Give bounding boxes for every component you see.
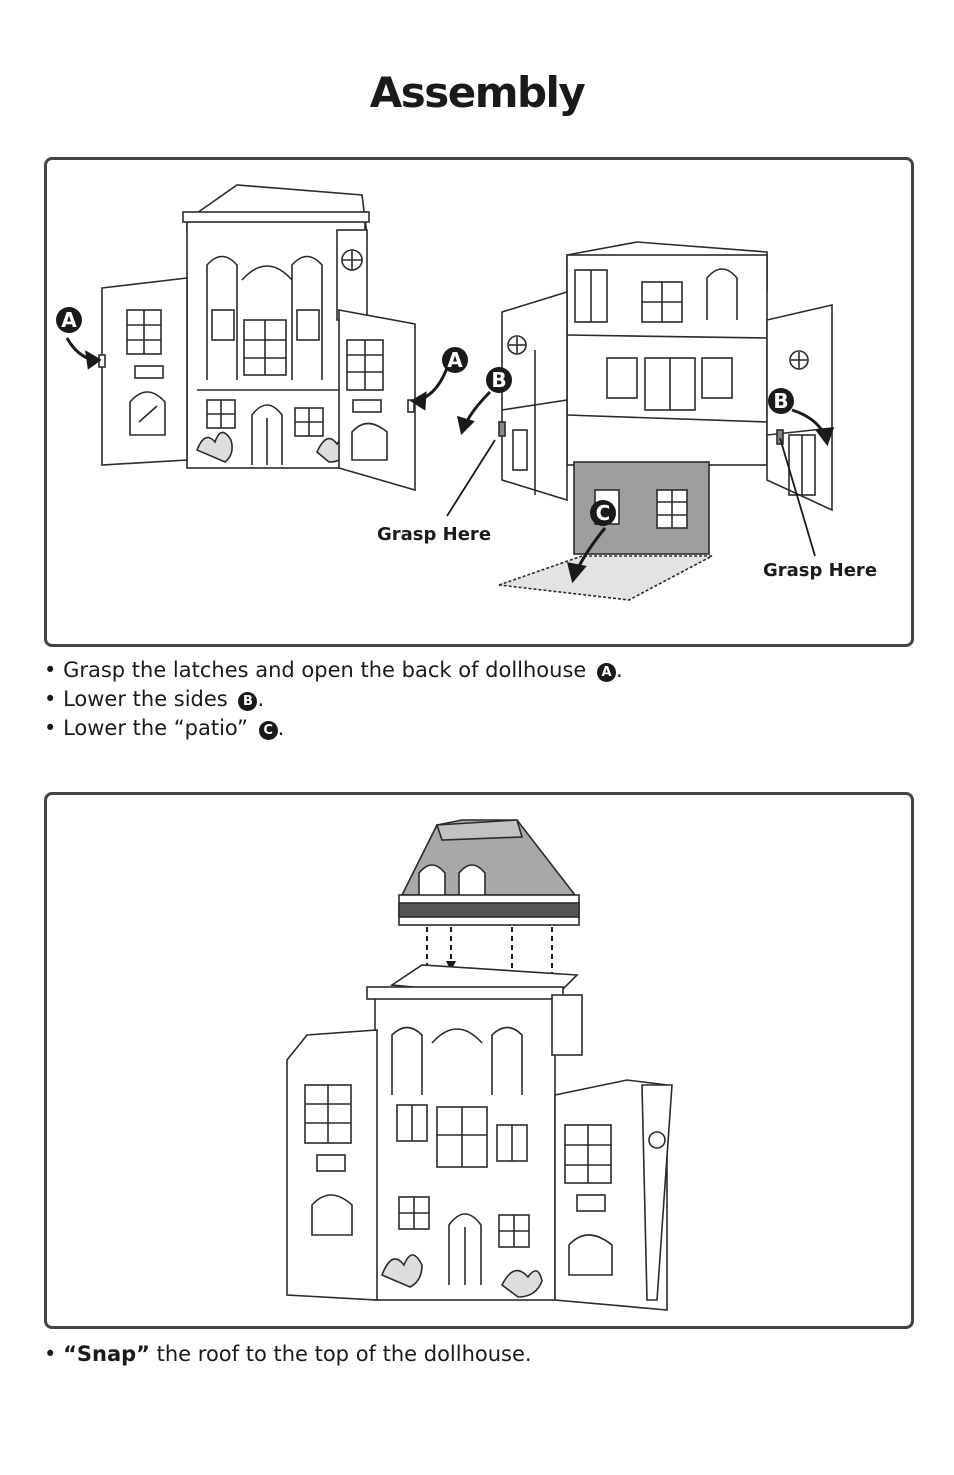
illustration-panel-open-dollhouse: A A B B C Grasp Here Grasp Here [44, 157, 914, 647]
badge-a-right: A [442, 347, 468, 373]
roof-snap-illustration [286, 819, 673, 1311]
grasp-here-right-label: Grasp Here [763, 560, 877, 581]
badge-a-left-label: A [61, 308, 77, 332]
roof-drawing [398, 819, 580, 926]
grasp-here-left-label: Grasp Here [377, 524, 491, 545]
badge-b-left: B [486, 367, 512, 393]
badge-a-right-label: A [447, 348, 463, 372]
step2-instructions: • “Snap” the roof to the top of the doll… [44, 1340, 532, 1369]
closed-dollhouse-drawing [98, 184, 416, 492]
snap-emphasis: “Snap” [63, 1342, 150, 1366]
instruction-line-1: • Grasp the latches and open the back of… [44, 658, 623, 682]
opened-dollhouse-drawing [498, 241, 833, 601]
badge-b-inline: B [238, 692, 258, 711]
assembled-dollhouse-drawing [286, 964, 673, 1311]
illustration-panel-roof [44, 792, 914, 1329]
badge-c-inline: C [258, 721, 278, 740]
badge-c: C [590, 500, 616, 526]
instruction-line-3: • Lower the “patio” C. [44, 716, 285, 740]
badge-a-inline: A [597, 663, 617, 682]
step1-instructions: • Grasp the latches and open the back of… [44, 656, 623, 743]
instruction-line-snap: • “Snap” the roof to the top of the doll… [44, 1342, 532, 1366]
instruction-line-2: • Lower the sides B. [44, 687, 265, 711]
badge-b-right: B [768, 388, 794, 414]
open-dollhouse-illustration: A A B B C Grasp Here Grasp Here [56, 184, 877, 601]
badge-c-label: C [596, 501, 611, 525]
badge-b-right-label: B [773, 389, 788, 413]
badge-a-left: A [56, 307, 82, 333]
page-title: Assembly [369, 68, 586, 117]
badge-b-left-label: B [491, 368, 506, 392]
